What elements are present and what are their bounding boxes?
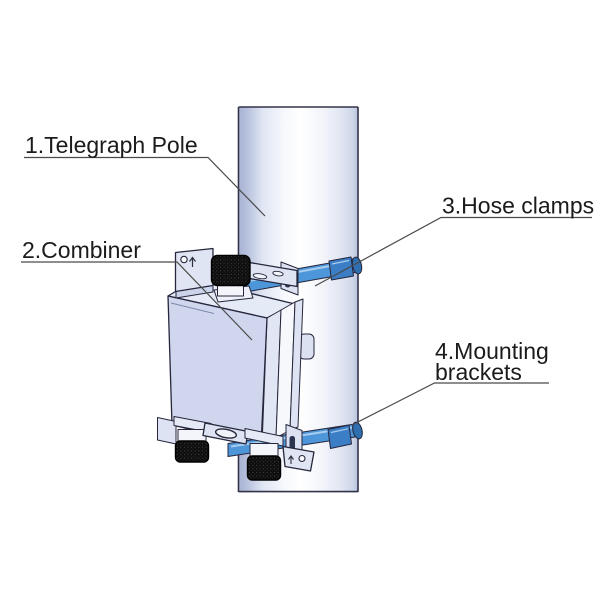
- lower-clamp-buckle: [327, 424, 352, 449]
- bottom-left-cap: [174, 440, 210, 463]
- label-combiner: 2.Combiner: [22, 237, 141, 263]
- buckle-highlight: [330, 428, 349, 434]
- annotations: 1.Telegraph Pole 2.Combiner 3.Hose clamp…: [21, 132, 594, 426]
- rf-connectors: [173, 254, 284, 481]
- leader-combiner: [21, 261, 253, 341]
- slot-hole: [214, 428, 238, 439]
- bottom-right-cap: [246, 455, 282, 481]
- lower-clamp-wrap-end: [352, 421, 363, 440]
- up-arrow-icon: [288, 455, 294, 464]
- buckle-highlight: [331, 259, 350, 265]
- backplate-edge: [289, 298, 304, 431]
- top-connector-cap: [210, 254, 251, 287]
- bracket-slot: [252, 273, 268, 280]
- bottom-right-collar: [249, 443, 279, 457]
- label-mounting-brackets-line1: 4.Mounting: [435, 338, 549, 364]
- screw-hole: [180, 255, 188, 264]
- leader-hose-clamps: [314, 216, 592, 287]
- bottom-mounting-bracket: [157, 417, 315, 472]
- up-arrow-icon: [189, 256, 196, 267]
- leader-mounting-brackets: [351, 382, 549, 426]
- leader-telegraph-pole: [24, 156, 266, 217]
- label-telegraph-pole: 1.Telegraph Pole: [25, 132, 198, 158]
- label-hose-clamps: 3.Hose clamps: [442, 193, 594, 219]
- bracket-left-wing: [157, 417, 177, 445]
- screw-hole: [298, 454, 306, 463]
- upper-hose-clamp: [243, 256, 363, 293]
- top-mounting-bracket: [174, 247, 298, 299]
- bottom-left-collar: [177, 429, 207, 443]
- bracket-slot: [272, 270, 284, 277]
- lid-bevel-line: [170, 302, 215, 314]
- label-mounting-brackets-line2: brackets: [435, 359, 522, 385]
- bottom-right-lug: [244, 428, 284, 447]
- bracket-top-ear: [174, 247, 214, 293]
